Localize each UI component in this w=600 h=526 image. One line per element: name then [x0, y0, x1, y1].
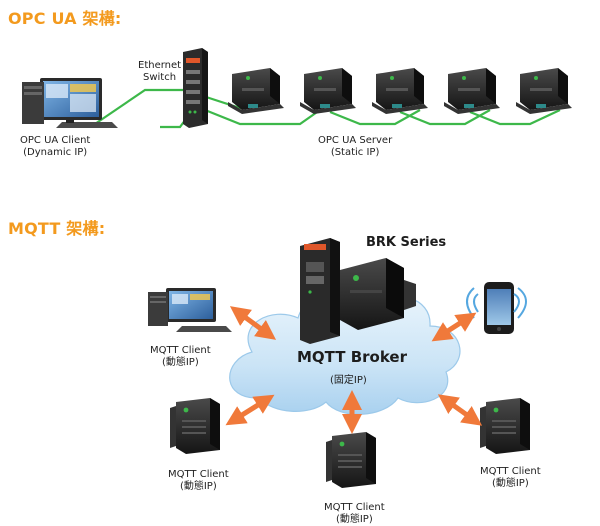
opcua-heading: OPC UA 架構:: [8, 9, 122, 28]
opcua-client-label-line1: OPC UA Client: [20, 135, 91, 146]
mqtt-client-pc-label: MQTT Client (動態IP): [150, 345, 211, 369]
opcua-server-device-2: [300, 68, 356, 114]
wireless-signal-icon: [466, 287, 527, 319]
opcua-server-label-line2: (Static IP): [330, 147, 380, 158]
brk-server-device: [300, 238, 340, 344]
mqtt-client-br-label: MQTT Client (動態IP): [480, 466, 541, 490]
mqtt-client-pc-label-line1: MQTT Client: [150, 345, 211, 356]
mqtt-client-device-bottom-left: [170, 398, 220, 454]
brk-series-label: BRK Series: [366, 235, 447, 250]
arrow-pc-broker: [229, 306, 277, 340]
opcua-server-device-4: [444, 68, 500, 114]
mqtt-client-pc-label-line2: (動態IP): [161, 357, 199, 368]
mqtt-client-bl-label: MQTT Client (動態IP): [168, 469, 229, 493]
opcua-server-label-line1: OPC UA Server: [318, 135, 393, 146]
opcua-server-label: OPC UA Server (Static IP): [318, 135, 392, 159]
client-switch-link: [91, 88, 185, 127]
ethernet-switch-label: Ethernet Switch: [138, 60, 181, 84]
mqtt-client-br-label-line1: MQTT Client: [480, 466, 541, 477]
mqtt-client-device-bottom-right: [480, 398, 530, 454]
server2-server3-link: [329, 109, 421, 126]
ethernet-switch-label-line2: Switch: [143, 72, 177, 83]
arrow-br-broker: [437, 394, 483, 426]
mqtt-client-bc-label: MQTT Client (動態IP): [324, 502, 385, 526]
opcua-server-device-5: [516, 68, 572, 114]
server3-server4-link: [399, 109, 491, 126]
mqtt-heading: MQTT 架構:: [8, 219, 106, 238]
opcua-server-device-1: [228, 68, 284, 114]
arrow-bl-broker: [225, 394, 275, 426]
ethernet-switch: [183, 48, 208, 128]
mqtt-client-device-bottom-center: [326, 432, 376, 488]
mqtt-broker-title: MQTT Broker: [297, 348, 407, 366]
mqtt-client-bl-label-line1: MQTT Client: [168, 469, 229, 480]
mqtt-client-br-label-line2: (動態IP): [491, 478, 529, 489]
ethernet-switch-label-line1: Ethernet: [138, 60, 182, 71]
server4-server5-link: [469, 109, 561, 126]
brk-controller-device: [340, 258, 416, 330]
arrow-phone-broker: [431, 312, 477, 342]
opcua-server-device-3: [372, 68, 428, 114]
mqtt-broker-subtitle: (固定IP): [330, 375, 367, 386]
opcua-client-pc: [22, 78, 118, 128]
mqtt-client-pc: [148, 288, 232, 332]
mqtt-client-bl-label-line2: (動態IP): [179, 481, 217, 492]
mqtt-client-bc-label-line1: MQTT Client: [324, 502, 385, 513]
opcua-client-label: OPC UA Client (Dynamic IP): [20, 135, 90, 159]
opcua-client-label-line2: (Dynamic IP): [23, 147, 88, 158]
server1-server2-link: [204, 108, 321, 126]
mqtt-arrows: [225, 306, 483, 434]
mqtt-client-bc-label-line2: (動態IP): [335, 514, 373, 525]
smartphone-client: [466, 282, 527, 334]
